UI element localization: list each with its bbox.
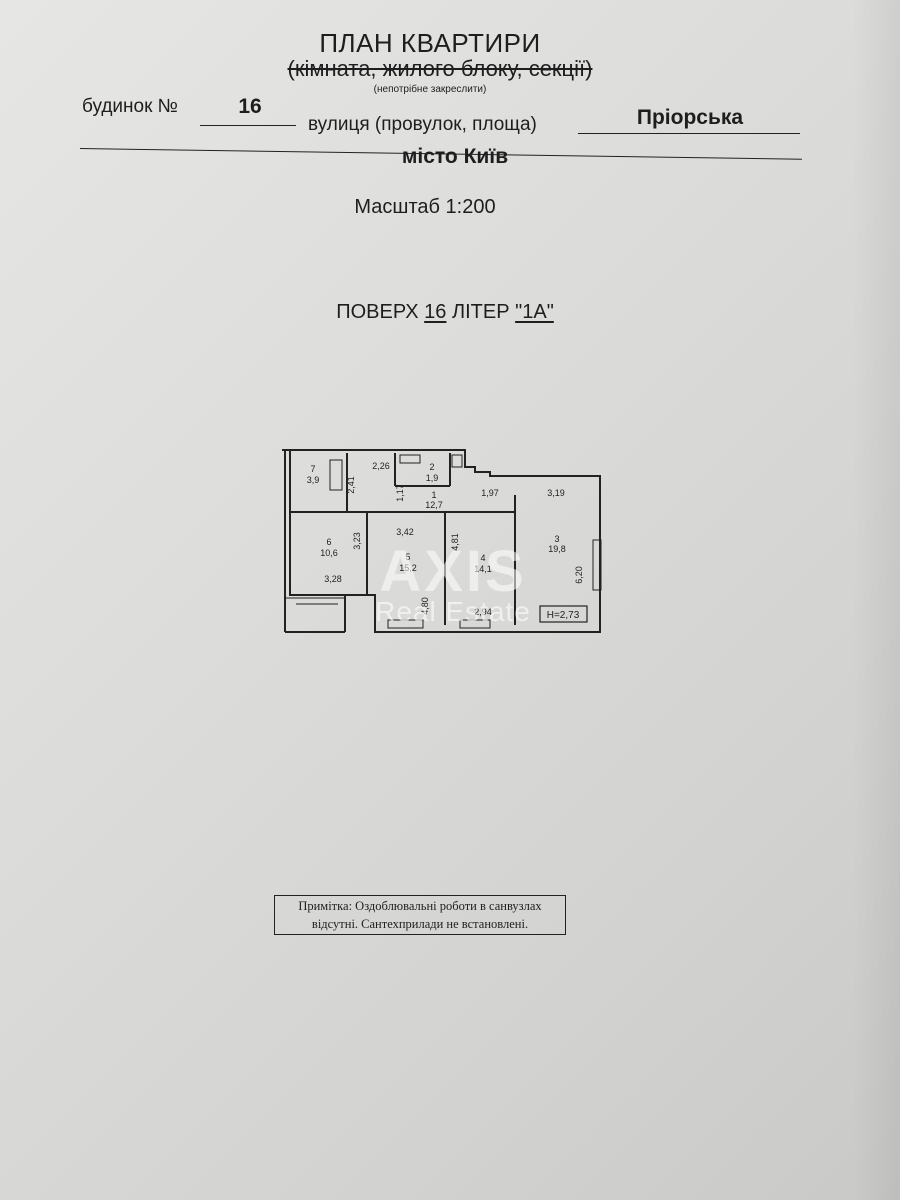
room-6-area: 10,6 bbox=[320, 548, 338, 558]
ceiling-height: Н=2,73 bbox=[547, 610, 580, 621]
dim-2-41: 2,41 bbox=[346, 476, 356, 494]
floor-heading: ПОВЕРХ 16 ЛІТЕР "1А" bbox=[0, 301, 890, 324]
room-2-number: 2 bbox=[429, 462, 434, 472]
dim-4-80: 4,80 bbox=[420, 597, 430, 615]
floor-label: ПОВЕРХ bbox=[336, 301, 419, 323]
street-underline bbox=[578, 133, 800, 134]
building-label: будинок № bbox=[82, 96, 179, 117]
letter-value: "1А" bbox=[515, 301, 554, 323]
dim-2-26: 2,26 bbox=[372, 461, 390, 471]
building-number: 16 bbox=[238, 95, 262, 118]
floor-plan: 7 3,9 2 1,9 1 12,7 3 19,8 4 14,1 5 15,2 … bbox=[282, 449, 602, 633]
document-subtitle: (кімната, жилого блоку, секції) bbox=[287, 56, 593, 81]
street-name: Пріорська bbox=[636, 106, 744, 129]
room-7-area: 3,9 bbox=[307, 475, 320, 485]
ceiling-height-box bbox=[539, 605, 588, 623]
dim-3-28: 3,28 bbox=[324, 574, 342, 584]
room-1-number: 1 bbox=[431, 490, 436, 500]
subtitle-note: (непотрібне закреслити) bbox=[373, 84, 487, 95]
document-title: ПЛАН КВАРТИРИ bbox=[319, 28, 541, 58]
room-6-number: 6 bbox=[326, 537, 331, 547]
room-2-area: 1,9 bbox=[426, 473, 439, 483]
remark-box: Примітка: Оздоблювальні роботи в санвузл… bbox=[274, 895, 566, 935]
dim-3-19: 3,19 bbox=[547, 488, 565, 498]
building-underline bbox=[200, 125, 296, 126]
scale-label: Масштаб 1:200 bbox=[354, 196, 496, 218]
room-3-number: 3 bbox=[554, 534, 559, 544]
room-7-number: 7 bbox=[310, 464, 315, 474]
page-edge-shadow bbox=[852, 0, 900, 1200]
dim-3-23: 3,23 bbox=[352, 532, 362, 550]
city-name: місто Київ bbox=[401, 145, 509, 168]
letter-label: ЛІТЕР bbox=[451, 301, 510, 323]
dim-1-97: 1,97 bbox=[481, 488, 499, 498]
room-3-area: 19,8 bbox=[548, 544, 566, 554]
room-5-area: 15,2 bbox=[399, 563, 417, 573]
floor-number: 16 bbox=[424, 301, 447, 323]
dim-2-94: 2,94 bbox=[474, 607, 492, 617]
room-4-area: 14,1 bbox=[474, 564, 492, 574]
dim-3-42: 3,42 bbox=[396, 527, 414, 537]
dim-1-17: 1,17 bbox=[395, 484, 405, 502]
dim-6-20: 6,20 bbox=[574, 566, 584, 584]
room-1-area: 12,7 bbox=[425, 500, 443, 510]
street-label: вулиця (провулок, площа) bbox=[308, 114, 537, 135]
remark-line-1: Примітка: Оздоблювальні роботи в санвузл… bbox=[298, 899, 542, 913]
room-5-number: 5 bbox=[405, 552, 410, 562]
remark-line-2: відсутні. Сантехприлади не встановлені. bbox=[311, 917, 529, 931]
dim-4-81: 4,81 bbox=[450, 533, 460, 551]
room-4-number: 4 bbox=[480, 553, 485, 563]
